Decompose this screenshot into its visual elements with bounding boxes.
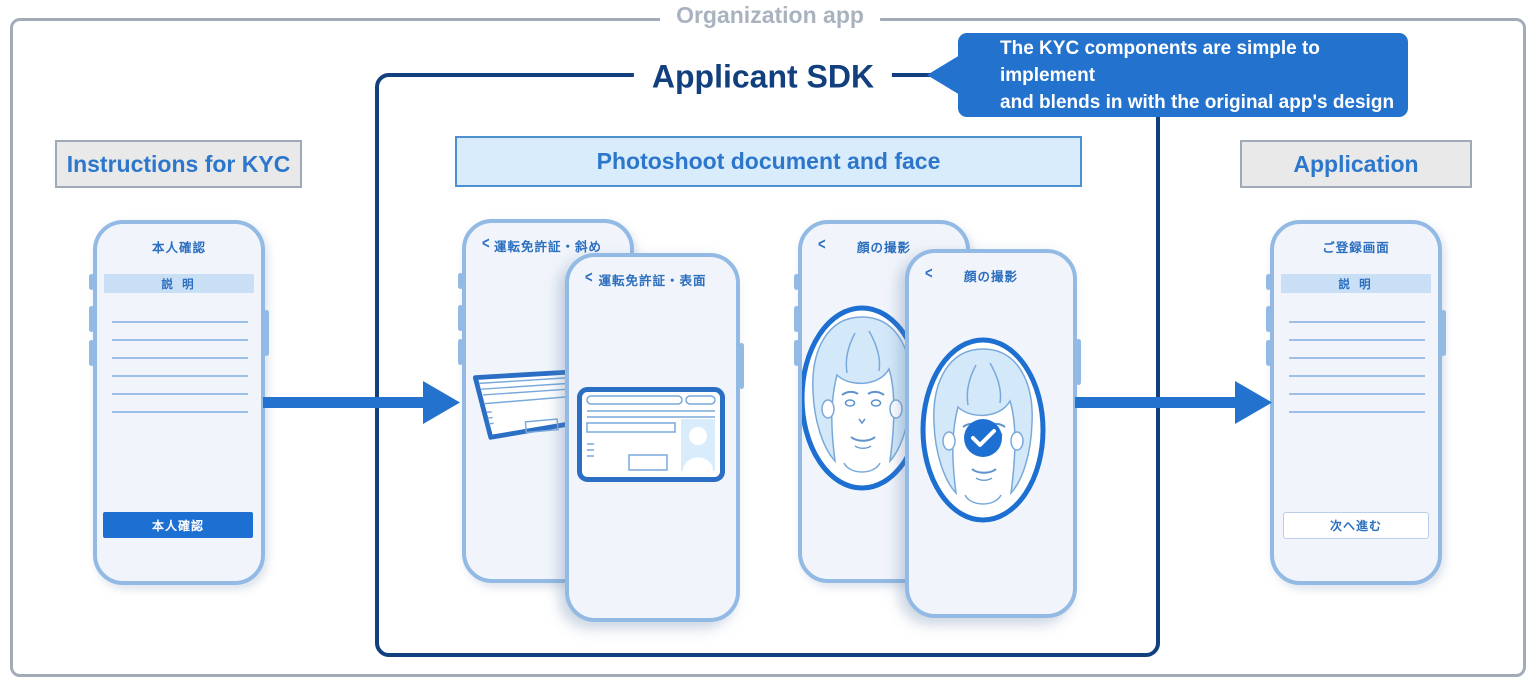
- back-icon[interactable]: <: [818, 233, 826, 254]
- flow-arrow-2: [1075, 381, 1272, 424]
- power-button: [1441, 310, 1446, 356]
- callout-text-line2: and blends in with the original app's de…: [1000, 91, 1395, 113]
- explanation-banner: 説 明: [104, 274, 254, 293]
- power-button: [264, 310, 269, 356]
- mute-switch: [1266, 274, 1271, 290]
- volume-up-button: [458, 305, 463, 331]
- sdk-callout-bubble: The KYC components are simple to impleme…: [927, 33, 1408, 117]
- back-icon[interactable]: <: [925, 262, 933, 283]
- phone-screen: < 運転免許証・表面: [569, 257, 736, 618]
- screen-title: 運転免許証・斜め: [493, 240, 602, 254]
- power-button: [739, 343, 744, 389]
- volume-up-button: [89, 306, 94, 332]
- section-label-application: Application: [1240, 140, 1472, 188]
- explanation-banner: 説 明: [1281, 274, 1431, 293]
- screen-title: ご登録画面: [1322, 241, 1390, 255]
- check-badge-icon: [964, 419, 1002, 457]
- mute-switch: [794, 274, 799, 290]
- mute-switch: [89, 274, 94, 290]
- volume-up-button: [794, 306, 799, 332]
- volume-down-button: [458, 339, 463, 365]
- phone-doc-front: < 運転免許証・表面: [565, 253, 744, 622]
- back-icon[interactable]: <: [482, 232, 490, 253]
- license-card-angled-illustration: [472, 369, 576, 440]
- phone-screen: < 運転免許証・斜め: [466, 223, 630, 579]
- organization-app-label: Organization app: [660, 2, 880, 29]
- phone-registration: ご登録画面 説 明 次へ進む: [1266, 220, 1446, 585]
- mute-switch: [458, 273, 463, 289]
- callout-text-line1: The KYC components are simple to impleme…: [1000, 37, 1320, 86]
- phone-face-capture-front: < 顔の撮影: [905, 249, 1081, 618]
- phone-screen: ご登録画面 説 明 次へ進む: [1274, 224, 1438, 581]
- section-label-instructions: Instructions for KYC: [55, 140, 302, 188]
- phone-kyc-instructions: 本人確認 説 明 本人確認: [89, 220, 269, 585]
- phone-screen: < 顔の撮影: [909, 253, 1073, 614]
- screen-title: 顔の撮影: [856, 241, 911, 255]
- identity-verify-button[interactable]: 本人確認: [103, 512, 253, 538]
- callout-tail-icon: [927, 55, 960, 95]
- face-illustration: [802, 305, 925, 491]
- flow-arrow-1: [263, 381, 460, 424]
- screen-title: 本人確認: [151, 241, 206, 255]
- applicant-sdk-label: Applicant SDK: [633, 58, 893, 96]
- placeholder-text-lines: [112, 321, 248, 413]
- face-verified-illustration: [920, 337, 1046, 523]
- volume-down-button: [794, 340, 799, 366]
- screen-title: 運転免許証・表面: [598, 274, 707, 288]
- placeholder-text-lines: [1289, 321, 1425, 413]
- back-icon[interactable]: <: [585, 266, 593, 287]
- volume-up-button: [1266, 306, 1271, 332]
- volume-down-button: [1266, 340, 1271, 366]
- volume-down-button: [89, 340, 94, 366]
- license-card-front-illustration: [577, 387, 725, 482]
- section-label-photoshoot: Photoshoot document and face: [455, 136, 1082, 187]
- phone-screen: < 顔の撮影: [802, 224, 966, 579]
- proceed-next-button[interactable]: 次へ進む: [1283, 512, 1429, 539]
- phone-screen: 本人確認 説 明 本人確認: [97, 224, 261, 581]
- power-button: [1076, 339, 1081, 385]
- screen-title: 顔の撮影: [963, 270, 1018, 284]
